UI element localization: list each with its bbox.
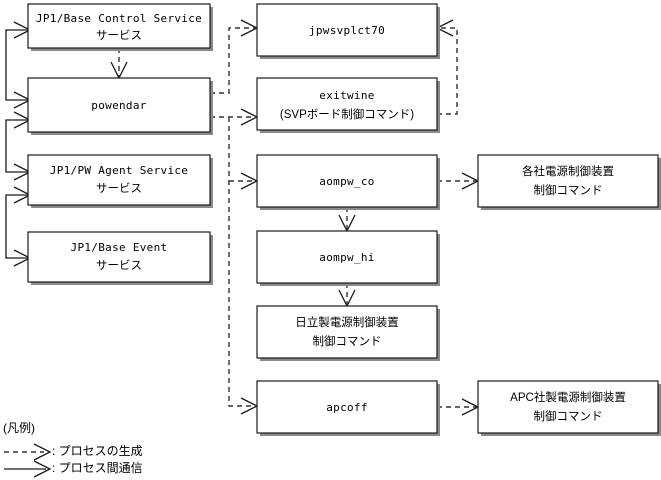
node-label-line: aompw_hi [319, 251, 374, 264]
edge-aompw_hi-to-hitachi_cmd [338, 283, 356, 308]
node-label-line: 各社電源制御装置 [522, 164, 614, 178]
node-aompw-hi[interactable]: aompw_hi [256, 230, 440, 286]
node-jpwsvplct70[interactable]: jpwsvplct70 [256, 3, 440, 59]
edge-powendar-to-exitwine [210, 108, 259, 126]
edge-ipc-control-powendar [5, 21, 32, 109]
node-jp1-base-control-service[interactable]: JP1/Base Control Service サービス [27, 3, 213, 51]
node-apc-power-control-command[interactable]: APC社製電源制御装置 制御コマンド [477, 380, 661, 436]
legend-item-inter-process-communication: : プロセス間通信 [4, 460, 143, 478]
edge-aompw_co-to-vendor_cmd [437, 172, 480, 190]
node-powendar[interactable]: powendar [27, 77, 213, 135]
node-label-line: jpwsvplct70 [309, 24, 385, 37]
node-label-line: サービス [96, 259, 142, 272]
node-layer: JP1/Base Control Service サービス powendar J… [27, 3, 661, 436]
node-jp1-base-event-service[interactable]: JP1/Base Event サービス [27, 231, 213, 285]
edge-powendar-to-aompw_co [229, 172, 259, 190]
edge-powendar-trunk [228, 117, 259, 415]
node-label-line: aompw_co [319, 175, 374, 188]
node-label-line: (SVPボード制御コマンド) [280, 107, 414, 121]
node-label-line: apcoff [326, 401, 368, 414]
node-label-line: サービス [96, 29, 142, 42]
node-label-line: JP1/Base Event [71, 241, 168, 254]
legend-item-process-creation: : プロセスの生成 [4, 443, 143, 461]
node-exitwine[interactable]: exitwine (SVPボード制御コマンド) [256, 77, 440, 133]
legend-title: (凡例) [3, 421, 35, 435]
edge-ipc-agent-event [5, 186, 32, 267]
node-label-line: 制御コマンド [534, 409, 603, 423]
node-label-line: 日立製電源制御装置 [295, 315, 399, 329]
edge-base-control-to-powendar [110, 48, 128, 80]
node-vendor-power-control-command[interactable]: 各社電源制御装置 制御コマンド [477, 154, 661, 210]
node-aompw-co[interactable]: aompw_co [256, 154, 440, 210]
node-jp1-pw-agent-service[interactable]: JP1/PW Agent Service サービス [27, 154, 213, 208]
node-hitachi-power-control-command[interactable]: 日立製電源制御装置 制御コマンド [256, 305, 440, 361]
node-label-line: powendar [91, 99, 146, 112]
node-label-line: JP1/Base Control Service [36, 12, 202, 25]
node-label-line: 制御コマンド [534, 183, 603, 197]
node-label-line: exitwine [319, 89, 374, 102]
edge-ipc-powendar-agent [5, 111, 32, 181]
node-label-line: APC社製電源制御装置 [510, 390, 626, 404]
legend-label: : プロセスの生成 [52, 444, 143, 458]
legend: (凡例) : プロセスの生成 : プロセス間通信 [3, 421, 143, 478]
legend-label: : プロセス間通信 [52, 461, 143, 475]
edge-powendar-to-jpwsvplct70 [210, 19, 259, 94]
edge-aompw_co-to-aompw_hi [338, 207, 356, 233]
node-label-line: 制御コマンド [313, 334, 382, 348]
node-label-line: サービス [96, 182, 142, 195]
node-label-line: JP1/PW Agent Service [50, 164, 188, 177]
edge-apcoff-to-apc_cmd [437, 398, 480, 416]
node-apcoff[interactable]: apcoff [256, 380, 440, 436]
